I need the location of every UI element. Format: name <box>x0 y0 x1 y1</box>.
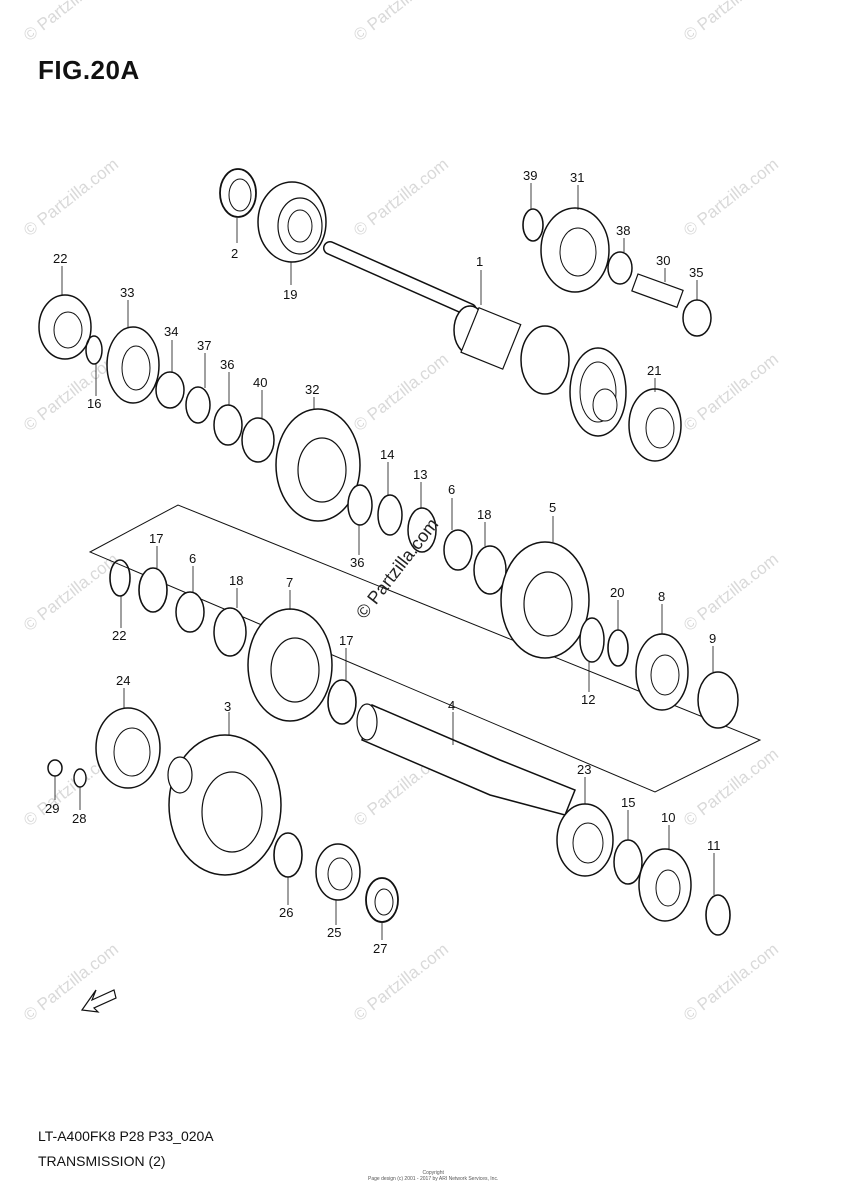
callout-34[interactable]: 34 <box>164 324 178 339</box>
section-name: TRANSMISSION (2) <box>38 1153 166 1169</box>
part-39-circlip[interactable] <box>522 208 544 242</box>
part-6-bushing[interactable] <box>175 591 205 633</box>
part-3-gear[interactable] <box>167 734 282 876</box>
callout-6[interactable]: 6 <box>189 551 196 566</box>
callout-21[interactable]: 21 <box>647 363 661 378</box>
callout-27[interactable]: 27 <box>373 941 387 956</box>
callout-26[interactable]: 26 <box>279 905 293 920</box>
part-15-washer[interactable] <box>613 839 643 885</box>
part-28-washer[interactable] <box>73 768 87 788</box>
callout-5[interactable]: 5 <box>549 500 556 515</box>
part-22-bearing[interactable] <box>38 294 92 360</box>
part-22-circlip[interactable] <box>109 559 131 597</box>
callout-31[interactable]: 31 <box>570 170 584 185</box>
callout-8[interactable]: 8 <box>658 589 665 604</box>
callout-16[interactable]: 16 <box>87 396 101 411</box>
callout-22[interactable]: 22 <box>112 628 126 643</box>
callout-17[interactable]: 17 <box>149 531 163 546</box>
part-18-needle-bearing[interactable] <box>473 545 507 595</box>
callout-22[interactable]: 22 <box>53 251 67 266</box>
callout-36[interactable]: 36 <box>220 357 234 372</box>
callout-23[interactable]: 23 <box>577 762 591 777</box>
callout-29[interactable]: 29 <box>45 801 59 816</box>
part-21-bearing[interactable] <box>628 388 682 462</box>
callout-18[interactable]: 18 <box>477 507 491 522</box>
part-17-washer[interactable] <box>327 679 357 725</box>
part-31-gear[interactable] <box>540 207 610 293</box>
part-34-needle-bearing[interactable] <box>155 371 185 409</box>
callout-4[interactable]: 4 <box>448 698 455 713</box>
callout-32[interactable]: 32 <box>305 382 319 397</box>
callout-7[interactable]: 7 <box>286 575 293 590</box>
callout-33[interactable]: 33 <box>120 285 134 300</box>
part-17-washer[interactable] <box>138 567 168 613</box>
callout-2[interactable]: 2 <box>231 246 238 261</box>
figure-title: FIG.20A <box>38 55 140 85</box>
part-38-needle-bearing[interactable] <box>607 251 633 285</box>
part-32-gear[interactable] <box>275 408 361 522</box>
callout-12[interactable]: 12 <box>581 692 595 707</box>
part-9-gear[interactable] <box>697 671 739 729</box>
callout-40[interactable]: 40 <box>253 375 267 390</box>
callout-24[interactable]: 24 <box>116 673 130 688</box>
part-26-washer[interactable] <box>273 832 303 878</box>
callout-6[interactable]: 6 <box>448 482 455 497</box>
part-25-bearing[interactable] <box>315 843 361 901</box>
callout-25[interactable]: 25 <box>327 925 341 940</box>
callout-3[interactable]: 3 <box>224 699 231 714</box>
callout-15[interactable]: 15 <box>621 795 635 810</box>
callout-9[interactable]: 9 <box>709 631 716 646</box>
part-10-sprocket[interactable] <box>638 848 692 922</box>
part-40-needle-bearing[interactable] <box>241 417 275 463</box>
callout-13[interactable]: 13 <box>413 467 427 482</box>
part-33-gear[interactable] <box>106 326 160 404</box>
part-35-bushing[interactable] <box>682 299 712 337</box>
callout-14[interactable]: 14 <box>380 447 394 462</box>
part-29-bolt[interactable] <box>47 759 63 777</box>
part-16-washer[interactable] <box>85 335 103 365</box>
part-4-driveshaft[interactable] <box>356 703 576 816</box>
part-37-washer[interactable] <box>185 386 211 424</box>
part-20-circlip[interactable] <box>607 629 629 667</box>
callout-36[interactable]: 36 <box>350 555 364 570</box>
model-code: LT-A400FK8 P28 P33_020A <box>38 1128 214 1144</box>
part-8-gear[interactable] <box>635 633 689 711</box>
part-36-washer[interactable] <box>347 484 373 526</box>
sub-assembly-frame <box>88 504 762 793</box>
callout-17[interactable]: 17 <box>339 633 353 648</box>
part-5-gear[interactable] <box>500 541 590 659</box>
forward-arrow-icon <box>80 989 117 1013</box>
callout-18[interactable]: 18 <box>229 573 243 588</box>
part-14-washer[interactable] <box>377 494 403 536</box>
leader-lines <box>54 183 715 940</box>
callout-38[interactable]: 38 <box>616 223 630 238</box>
part-36-bushing[interactable] <box>213 404 243 446</box>
callout-28[interactable]: 28 <box>72 811 86 826</box>
callout-1[interactable]: 1 <box>476 254 483 269</box>
callout-30[interactable]: 30 <box>656 253 670 268</box>
callout-37[interactable]: 37 <box>197 338 211 353</box>
copyright-notice: Copyright Page design (c) 2001 - 2017 by… <box>368 1170 499 1182</box>
part-13-washer[interactable] <box>407 507 437 553</box>
part-19-bearing[interactable] <box>257 181 327 263</box>
part-11-circlip[interactable] <box>705 894 731 936</box>
callout-39[interactable]: 39 <box>523 168 537 183</box>
part-6-bushing[interactable] <box>443 529 473 571</box>
part-7-gear[interactable] <box>247 608 333 722</box>
callout-20[interactable]: 20 <box>610 585 624 600</box>
part-23-bearing[interactable] <box>556 803 614 877</box>
part-12-washer[interactable] <box>579 617 605 663</box>
callout-10[interactable]: 10 <box>661 810 675 825</box>
part-30-spacer[interactable] <box>631 273 684 309</box>
part-1-countershaft[interactable] <box>323 241 627 437</box>
part-18-needle-bearing[interactable] <box>213 607 247 657</box>
part-27-oil-seal[interactable] <box>365 877 399 923</box>
callout-19[interactable]: 19 <box>283 287 297 302</box>
callout-11[interactable]: 11 <box>707 838 721 853</box>
part-24-bearing[interactable] <box>95 707 161 789</box>
callout-35[interactable]: 35 <box>689 265 703 280</box>
part-2-oil-seal[interactable] <box>219 168 257 218</box>
